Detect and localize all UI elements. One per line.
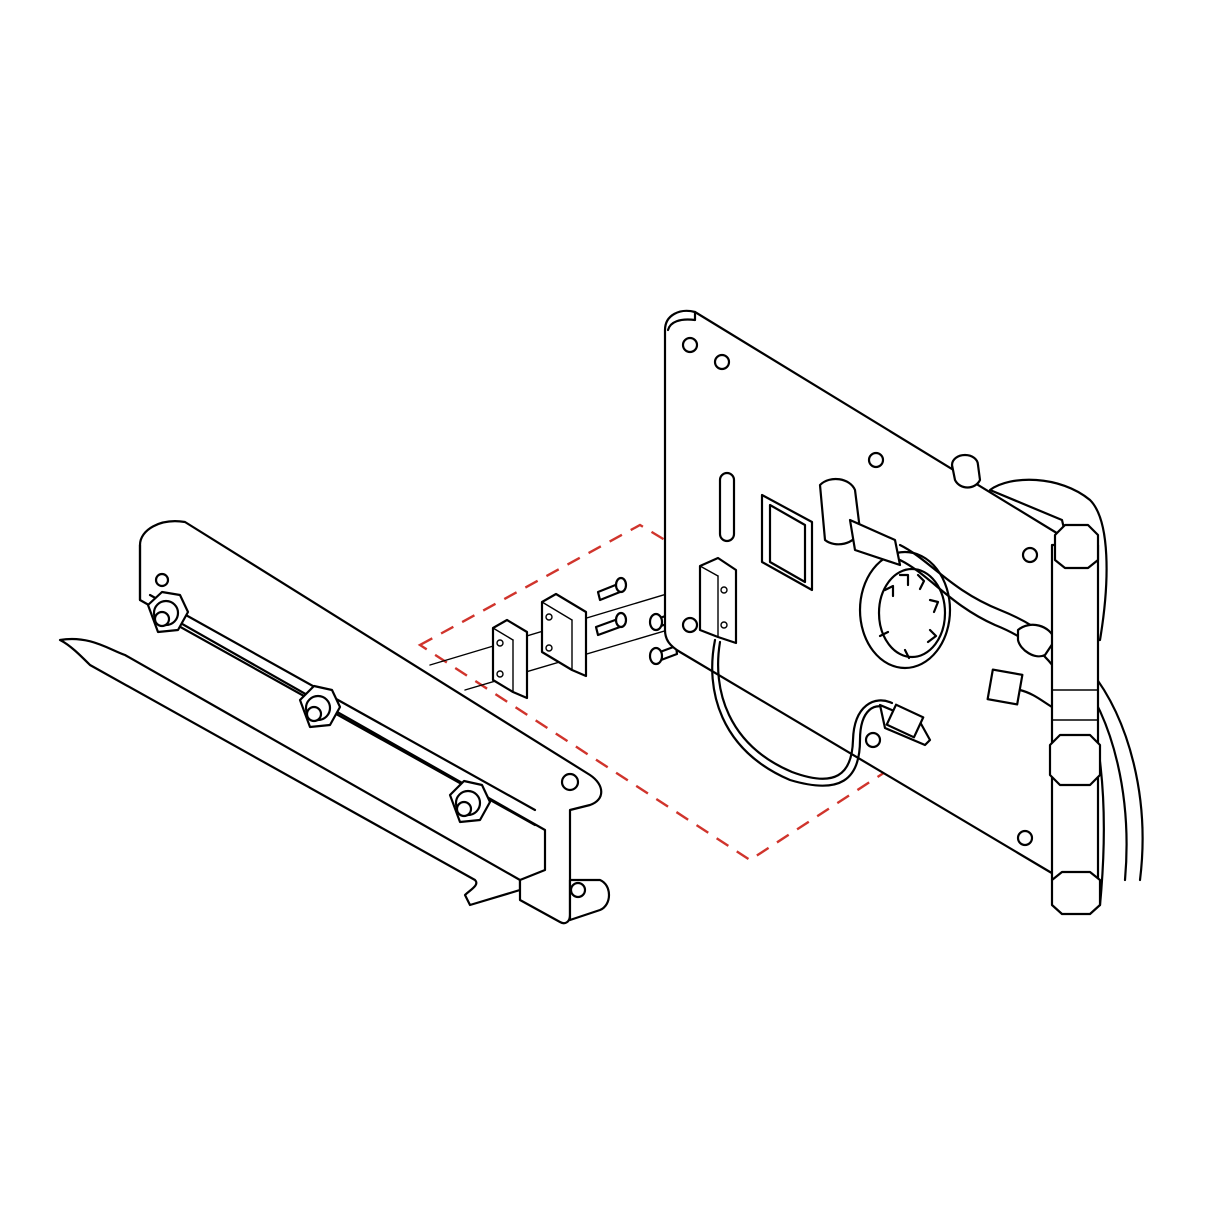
nut-1	[146, 590, 190, 634]
splined-shaft-hole	[858, 550, 952, 670]
mounting-channel-bracket	[58, 520, 611, 925]
short-screw-2	[648, 644, 679, 666]
nut-3	[448, 779, 492, 824]
mounting-plate	[663, 309, 1062, 876]
sensor	[698, 556, 894, 787]
spacer-block-1	[491, 618, 529, 700]
long-bolt-2	[594, 611, 628, 637]
spacer-block-2	[540, 592, 588, 678]
hydraulic-cylinder	[1048, 523, 1102, 916]
long-bolt-1	[596, 576, 628, 602]
nut-2	[298, 684, 342, 729]
sensor-connector	[878, 703, 932, 747]
